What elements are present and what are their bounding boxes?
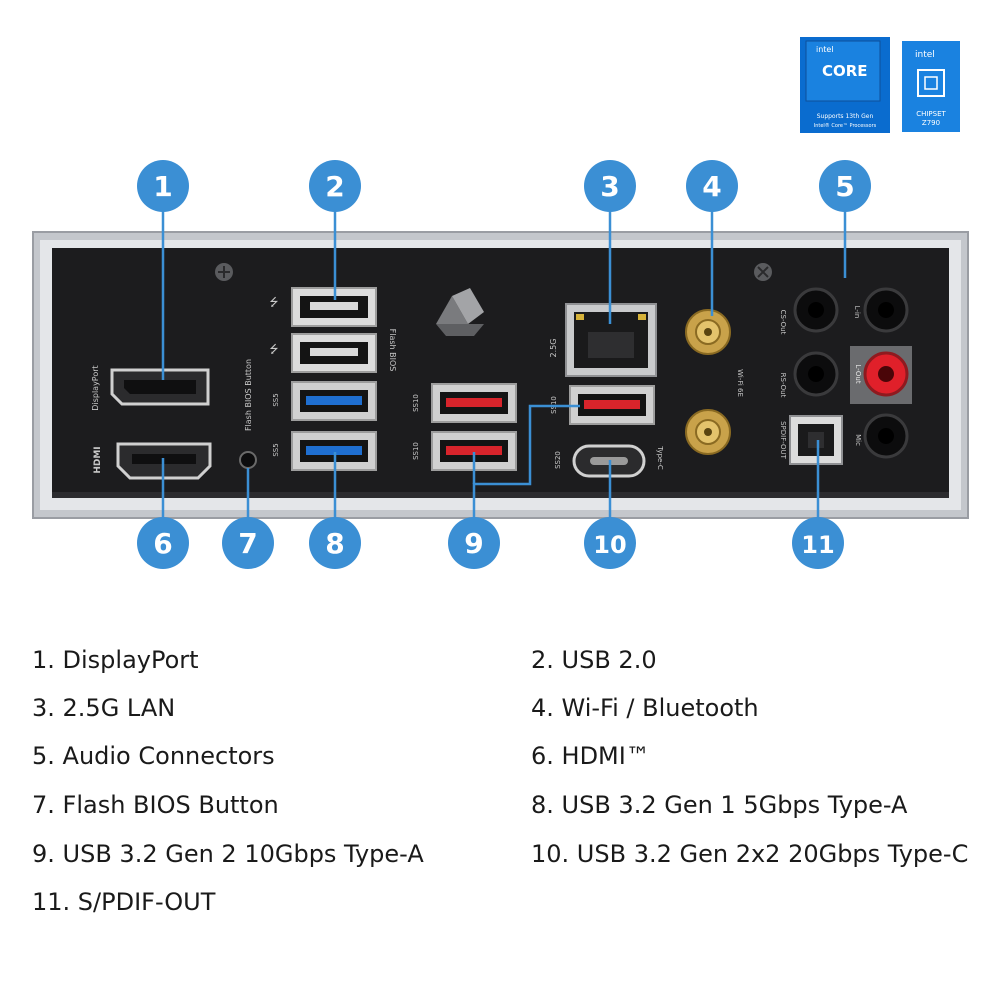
- legend-item-2: 2. USB 2.0: [531, 646, 657, 674]
- callout-8: 8: [309, 517, 361, 569]
- audio-jack-rs-out: [793, 351, 839, 397]
- intel-core-badge: intel CORE Supports 13th Gen Intel® Core…: [800, 37, 890, 133]
- audio-jack-mic: [863, 413, 909, 459]
- flash-bios-button-label: Flash BIOS Button: [244, 359, 253, 431]
- svg-text:1: 1: [153, 170, 172, 203]
- port-legend: 1. DisplayPort 2. USB 2.0 3. 2.5G LAN 4.…: [0, 630, 1000, 930]
- usb2-port-bottom: [291, 333, 377, 373]
- legend-item-4: 4. Wi-Fi / Bluetooth: [531, 694, 759, 722]
- intel-chipset-brand: intel: [915, 50, 935, 60]
- callout-10: 10: [584, 517, 636, 569]
- callout-9: 9: [448, 517, 500, 569]
- hdmi-label: HDMI: [93, 446, 103, 473]
- legend-item-10: 10. USB 3.2 Gen 2x2 20Gbps Type-C: [531, 840, 969, 868]
- callout-6: 6: [137, 517, 189, 569]
- svg-text:5: 5: [835, 170, 854, 203]
- legend-item-11: 11. S/PDIF-OUT: [32, 888, 216, 916]
- ss10-label-bottom: SS10: [412, 442, 420, 460]
- displayport-label: DisplayPort: [91, 365, 100, 410]
- flash-bios-label: Flash BIOS: [388, 329, 397, 372]
- legend-item-9: 9. USB 3.2 Gen 2 10Gbps Type-A: [32, 840, 424, 868]
- usb-icon: ⭍: [269, 343, 278, 356]
- line-out-label: L-Out: [854, 364, 862, 383]
- usb-icon: ⭍: [269, 296, 278, 309]
- legend-item-5: 5. Audio Connectors: [32, 742, 275, 770]
- svg-text:11: 11: [801, 531, 834, 559]
- svg-text:2: 2: [325, 170, 344, 203]
- svg-text:8: 8: [325, 527, 344, 560]
- intel-chipset-word: CHIPSET: [916, 110, 946, 118]
- callout-3: 3: [584, 160, 636, 212]
- intel-core-brand: intel: [816, 45, 834, 54]
- spdif-out-label: SPDIF-OUT: [779, 421, 787, 459]
- svg-text:3: 3: [600, 170, 619, 203]
- spdif-optical-port: [789, 415, 843, 465]
- legend-item-6: 6. HDMI™: [531, 742, 650, 770]
- callout-4: 4: [686, 160, 738, 212]
- callout-leader-lines: [161, 208, 847, 524]
- intel-core-sub1: Supports 13th Gen: [817, 113, 874, 120]
- intel-core-sub2: Intel® Core™ Processors: [814, 122, 877, 129]
- callout-5: 5: [819, 160, 871, 212]
- callout-1: 1: [137, 160, 189, 212]
- usb10g-port-top: [431, 383, 517, 423]
- screw-icon: [754, 263, 772, 281]
- lan-speed-label: 2.5G: [549, 339, 558, 358]
- wifi-label: Wi-Fi 6E: [736, 369, 744, 397]
- svg-text:7: 7: [238, 527, 257, 560]
- flash-bios-button: [239, 451, 257, 469]
- rs-out-label: RS-Out: [779, 373, 787, 398]
- usb5g-port-top: [291, 381, 377, 421]
- ss10-label-top: SS10: [412, 394, 420, 412]
- ss5-label-bottom: SS5: [272, 443, 280, 456]
- svg-text:6: 6: [153, 527, 172, 560]
- svg-text:10: 10: [593, 531, 626, 559]
- legend-item-8: 8. USB 3.2 Gen 1 5Gbps Type-A: [531, 791, 908, 819]
- callout-7: 7: [222, 517, 274, 569]
- cs-out-label: CS-Out: [779, 310, 787, 335]
- audio-jack-cs-out: [793, 287, 839, 333]
- callout-2: 2: [309, 160, 361, 212]
- audio-jack-line-in: [863, 287, 909, 333]
- svg-text:4: 4: [702, 170, 721, 203]
- chip-icon: [917, 69, 945, 97]
- usb10g-port-right: [569, 385, 655, 425]
- ss5-label-top: SS5: [272, 393, 280, 406]
- leader-line-9a: [472, 404, 580, 524]
- audio-jack-line-out: [850, 346, 912, 404]
- screw-icon: [215, 263, 233, 281]
- intel-chipset-badge: intel CHIPSET Z790: [902, 41, 960, 132]
- legend-item-7: 7. Flash BIOS Button: [32, 791, 279, 819]
- wifi-antenna-connector-bottom: [685, 409, 731, 455]
- line-in-label: L-in: [853, 306, 861, 319]
- intel-chipset-model: Z790: [922, 119, 940, 127]
- wifi-antenna-connector-top: [685, 309, 731, 355]
- ss20-label: SS20: [554, 451, 562, 469]
- msi-logo: [436, 288, 484, 336]
- displayport-connector: [110, 368, 210, 406]
- mic-label: Mic: [854, 434, 862, 446]
- typec-label: Type-C: [656, 445, 664, 470]
- intel-core-word: CORE: [822, 62, 868, 80]
- svg-text:9: 9: [464, 527, 483, 560]
- legend-item-3: 3. 2.5G LAN: [32, 694, 176, 722]
- callout-11: 11: [792, 517, 844, 569]
- io-panel-diagram: intel CORE Supports 13th Gen Intel® Core…: [32, 37, 969, 569]
- usb5g-port-bottom: [291, 431, 377, 471]
- legend-item-1: 1. DisplayPort: [32, 646, 199, 674]
